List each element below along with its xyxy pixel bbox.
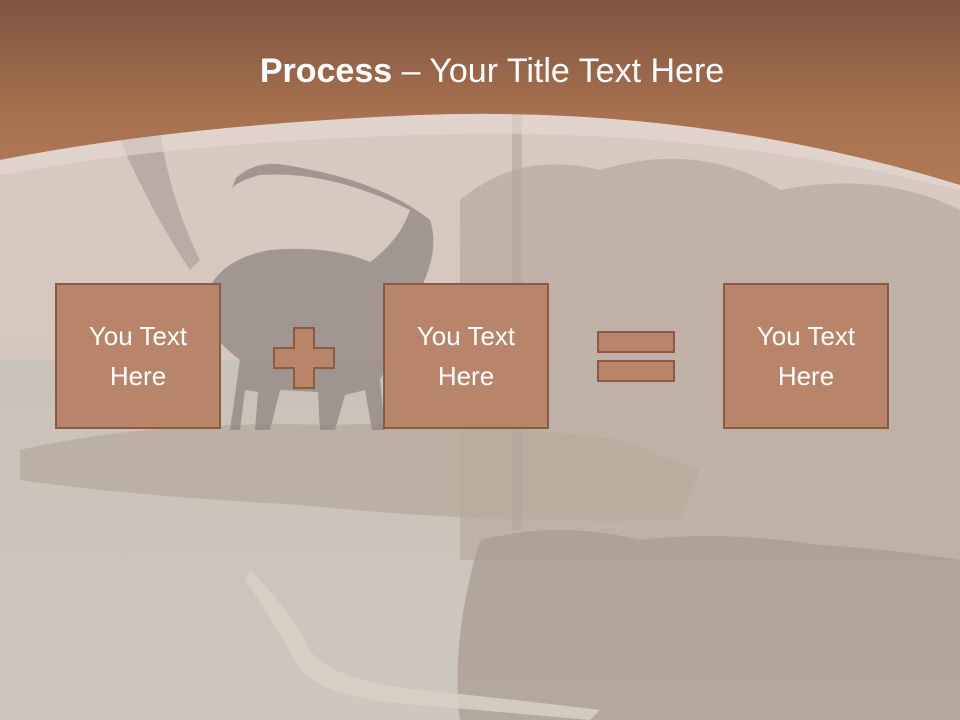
process-box-2[interactable]: You Text Here [383,283,549,429]
equals-icon [597,331,675,382]
process-box-2-text: You Text Here [416,321,516,391]
process-box-3[interactable]: You Text Here [723,283,889,429]
plus-icon [273,327,335,389]
header-band [0,0,960,190]
process-box-1-text: You Text Here [88,321,188,391]
process-box-1[interactable]: You Text Here [55,283,221,429]
title-bold: Process [259,52,393,90]
process-box-3-text: You Text Here [756,321,856,391]
page-title: Process – Your Title Text Here [0,52,960,91]
title-rest: – Your Title Text Here [392,52,725,90]
